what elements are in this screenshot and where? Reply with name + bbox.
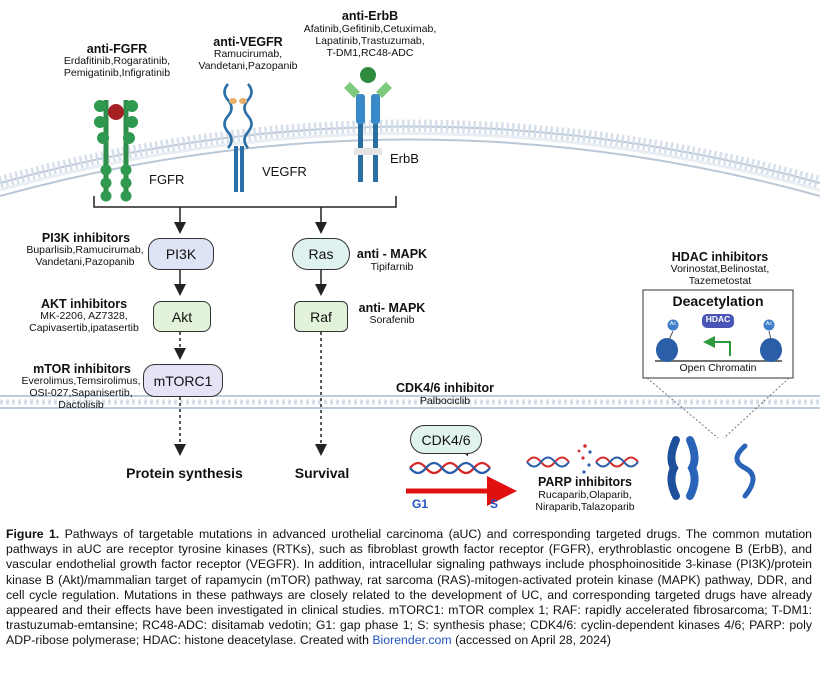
pathway-diagram [0,67,820,506]
survival-label: Survival [294,465,350,481]
anti-fgfr-drug-line: Erdafitinib,Rogaratinib, [63,55,171,67]
nuclear-membrane [0,395,820,409]
anti-erbb-drug-line: Lapatinib,Trastuzumab, [315,34,425,47]
parp-drug-line: Rucaparib,Olaparib, [538,489,632,501]
akt-inhibitors-drugs: MK-2206, AZ7328, Capivasertib,ipataserti… [14,310,154,335]
pi3k-inhibitors-drugs: Buparlisib,Ramucirumab, Vandetani,Pazopa… [14,244,156,269]
deacetylation-title: Deacetylation [672,293,764,309]
pi3k-node: PI3K [148,238,214,270]
palbociclib-label: Palbociclib [419,395,471,407]
anti-vegfr-drug-line: Vandetani,Pazopanib [198,59,298,72]
anti-vegfr-heading: anti-VEGFR [213,35,283,49]
ras-node: Ras [292,238,350,270]
biorender-link[interactable]: Biorender.com [372,633,452,648]
tipifarnib-label: Tipifarnib [370,261,414,273]
hdac-enzyme-label: HDAC [705,314,731,324]
fgfr-label: FGFR [149,172,185,187]
chromosome-icon [667,436,756,500]
mtor-drug-line: OSI-027,Sapanisertib, [29,386,133,399]
parp-drug-line: Niraparib,Talazoparib [535,500,635,513]
anti-erbb-drugs: Afatinib,Gefitinib,Cetuximab, Lapatinib,… [290,23,450,59]
protein-synthesis-label: Protein synthesis [126,465,243,481]
mtor-drug-line: Dactolisib [58,398,104,411]
mtor-drug-line: Everolimus,Temsirolimus, [21,375,141,387]
g1-label: G1 [412,497,429,511]
hdac-inhibitors-heading: HDAC inhibitors [671,250,769,264]
akt-drug-line: Capivasertib,ipatasertib [29,321,139,334]
anti-erbb-drug-line: T-DM1,RC48-ADC [326,46,414,59]
pi3k-inhibitors-heading: PI3K inhibitors [41,231,131,245]
caption-text: Pathways of targetable mutations in adva… [6,527,813,648]
signal-bracket [93,196,397,234]
vegfr-receptor [223,83,253,192]
anti-fgfr-heading: anti-FGFR [86,42,148,56]
vegfr-label: VEGFR [262,164,307,179]
akt-node: Akt [153,301,211,332]
fgfr-receptor [94,100,138,202]
caption-label: Figure 1. [6,527,60,541]
parp-inhibitors-heading: PARP inhibitors [538,475,632,489]
anti-vegfr-drugs: Ramucirumab, Vandetani,Pazopanib [178,48,318,73]
hdac-inhibitors-drugs: Vorinostat,Belinostat, Tazemetostat [652,263,788,288]
sorafenib-label: Sorafenib [369,314,415,326]
cell-membrane [0,119,820,197]
acetyl-mark-right: Ac [765,321,773,327]
hdac-drug-line: Tazemetostat [688,274,752,287]
s-label: S [490,497,499,511]
akt-inhibitors-heading: AKT inhibitors [40,297,128,311]
hdac-drug-line: Vorinostat,Belinostat, [670,263,770,275]
anti-mapk-raf-heading: anti- MAPK [358,301,426,315]
mtor-inhibitors-heading: mTOR inhibitors [33,362,131,376]
parp-inhibitors-drugs: Rucaparib,Olaparib, Niraparib,Talazopari… [520,489,650,514]
pi3k-drug-line: Vandetani,Pazopanib [35,255,135,268]
cdk-inhibitor-heading: CDK4/6 inhibitor [396,381,494,395]
mtor-inhibitors-drugs: Everolimus,Temsirolimus, OSI-027,Sapanis… [8,375,154,411]
anti-fgfr-drug-line: Pemigatinib,Infigratinib [63,66,171,79]
mtorc1-node: mTORC1 [143,364,223,397]
anti-erbb-heading: anti-ErbB [341,9,399,23]
akt-drug-line: MK-2206, AZ7328, [40,310,128,322]
figure-caption: Figure 1. Pathways of targetable mutatio… [6,527,812,649]
vegfr-antibody [229,98,247,104]
acetyl-mark-left: Ac [669,321,677,327]
erbb-label: ErbB [390,151,419,166]
anti-mapk-ras-heading: anti - MAPK [356,247,428,261]
pi3k-drug-line: Buparlisib,Ramucirumab, [26,244,144,256]
raf-node: Raf [294,301,348,332]
caption-suffix: (accessed on April 28, 2024) [455,633,611,648]
open-chromatin-label: Open Chromatin [679,362,757,374]
parp-dna-break [526,444,639,474]
erbb-receptor [344,67,392,182]
hdac-panel [642,289,794,439]
anti-fgfr-drugs: Erdafitinib,Rogaratinib, Pemigatinib,Inf… [36,55,198,80]
pathway-figure: anti-FGFR Erdafitinib,Rogaratinib, Pemig… [0,9,820,514]
cdk46-node: CDK4/6 [410,425,482,454]
anti-erbb-drug-line: Afatinib,Gefitinib,Cetuximab, [303,23,437,35]
anti-vegfr-drug-line: Ramucirumab, [213,48,283,60]
